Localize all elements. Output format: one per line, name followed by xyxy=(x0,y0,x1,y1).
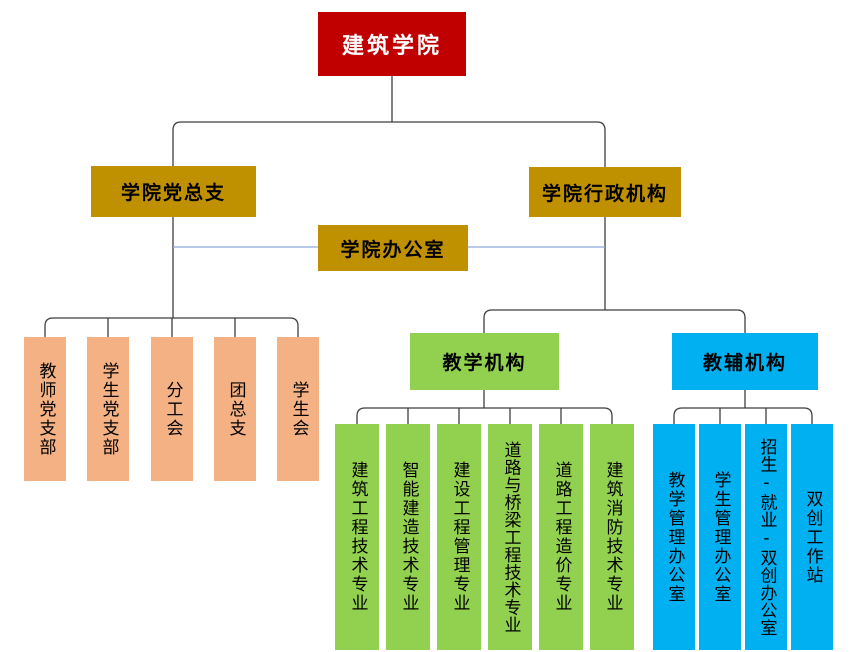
auxiliary-distribution-line xyxy=(673,407,813,424)
node-label: 智能建造技术专业 xyxy=(398,461,419,613)
org-node-innovation-workstation: 双创工作站 xyxy=(791,424,833,650)
org-node-teaching-admin-office: 教学管理办公室 xyxy=(653,424,695,650)
org-node-admin-label: 学院行政机构 xyxy=(541,182,668,205)
org-node-teaching-label: 教学机构 xyxy=(442,352,527,374)
org-node-office-label: 学院办公室 xyxy=(340,238,446,261)
org-node-student-union: 学生会 xyxy=(277,337,319,481)
org-node-road-bridge-engineering-tech: 道路与桥梁工程技术专业 xyxy=(488,424,532,650)
node-label: 招生-就业-双创办公室 xyxy=(756,437,777,637)
org-node-auxiliary-label: 教辅机构 xyxy=(702,352,787,374)
org-node-auxiliary-org: 教辅机构 xyxy=(672,333,818,390)
org-node-admissions-employment-office: 招生-就业-双创办公室 xyxy=(745,424,787,650)
org-node-party-label: 学院党总支 xyxy=(120,182,226,204)
org-node-root: 建筑学院 xyxy=(318,12,466,76)
node-label: 建筑消防技术专业 xyxy=(602,461,623,613)
org-node-construction-management: 建设工程管理专业 xyxy=(437,424,481,650)
org-node-youth-league: 团总支 xyxy=(214,337,256,481)
org-node-party-committee: 学院党总支 xyxy=(91,166,256,217)
node-label: 建筑工程技术专业 xyxy=(347,461,368,613)
node-label: 道路与桥梁工程技术专业 xyxy=(500,440,521,634)
org-node-student-party-branch: 学生党支部 xyxy=(87,337,129,481)
node-label: 分工会 xyxy=(162,380,183,438)
root-branch-line xyxy=(172,121,606,167)
org-node-root-label: 建筑学院 xyxy=(341,34,442,59)
org-node-road-engineering-cost: 道路工程造价专业 xyxy=(539,424,583,650)
node-label: 教学管理办公室 xyxy=(664,470,685,604)
node-label: 双创工作站 xyxy=(802,489,823,585)
admin-distribution-line xyxy=(483,309,746,333)
org-node-architecture-engineering-tech: 建筑工程技术专业 xyxy=(335,424,379,650)
node-label: 学生党支部 xyxy=(98,361,119,457)
node-label: 教师党支部 xyxy=(35,361,56,457)
node-label: 学生会 xyxy=(288,380,309,438)
org-node-trade-union: 分工会 xyxy=(151,337,193,481)
node-label: 道路工程造价专业 xyxy=(551,461,572,613)
org-node-student-admin-office: 学生管理办公室 xyxy=(699,424,741,650)
org-node-teaching-org: 教学机构 xyxy=(410,333,559,390)
org-node-office: 学院办公室 xyxy=(318,225,468,271)
node-label: 团总支 xyxy=(225,380,246,438)
teaching-distribution-line xyxy=(356,407,613,424)
node-label: 学生管理办公室 xyxy=(710,470,731,604)
node-label: 建设工程管理专业 xyxy=(449,461,470,613)
org-node-teacher-party-branch: 教师党支部 xyxy=(24,337,66,481)
org-node-intelligent-construction-tech: 智能建造技术专业 xyxy=(386,424,430,650)
org-node-admin: 学院行政机构 xyxy=(529,167,681,217)
org-node-fire-protection-tech: 建筑消防技术专业 xyxy=(590,424,634,650)
